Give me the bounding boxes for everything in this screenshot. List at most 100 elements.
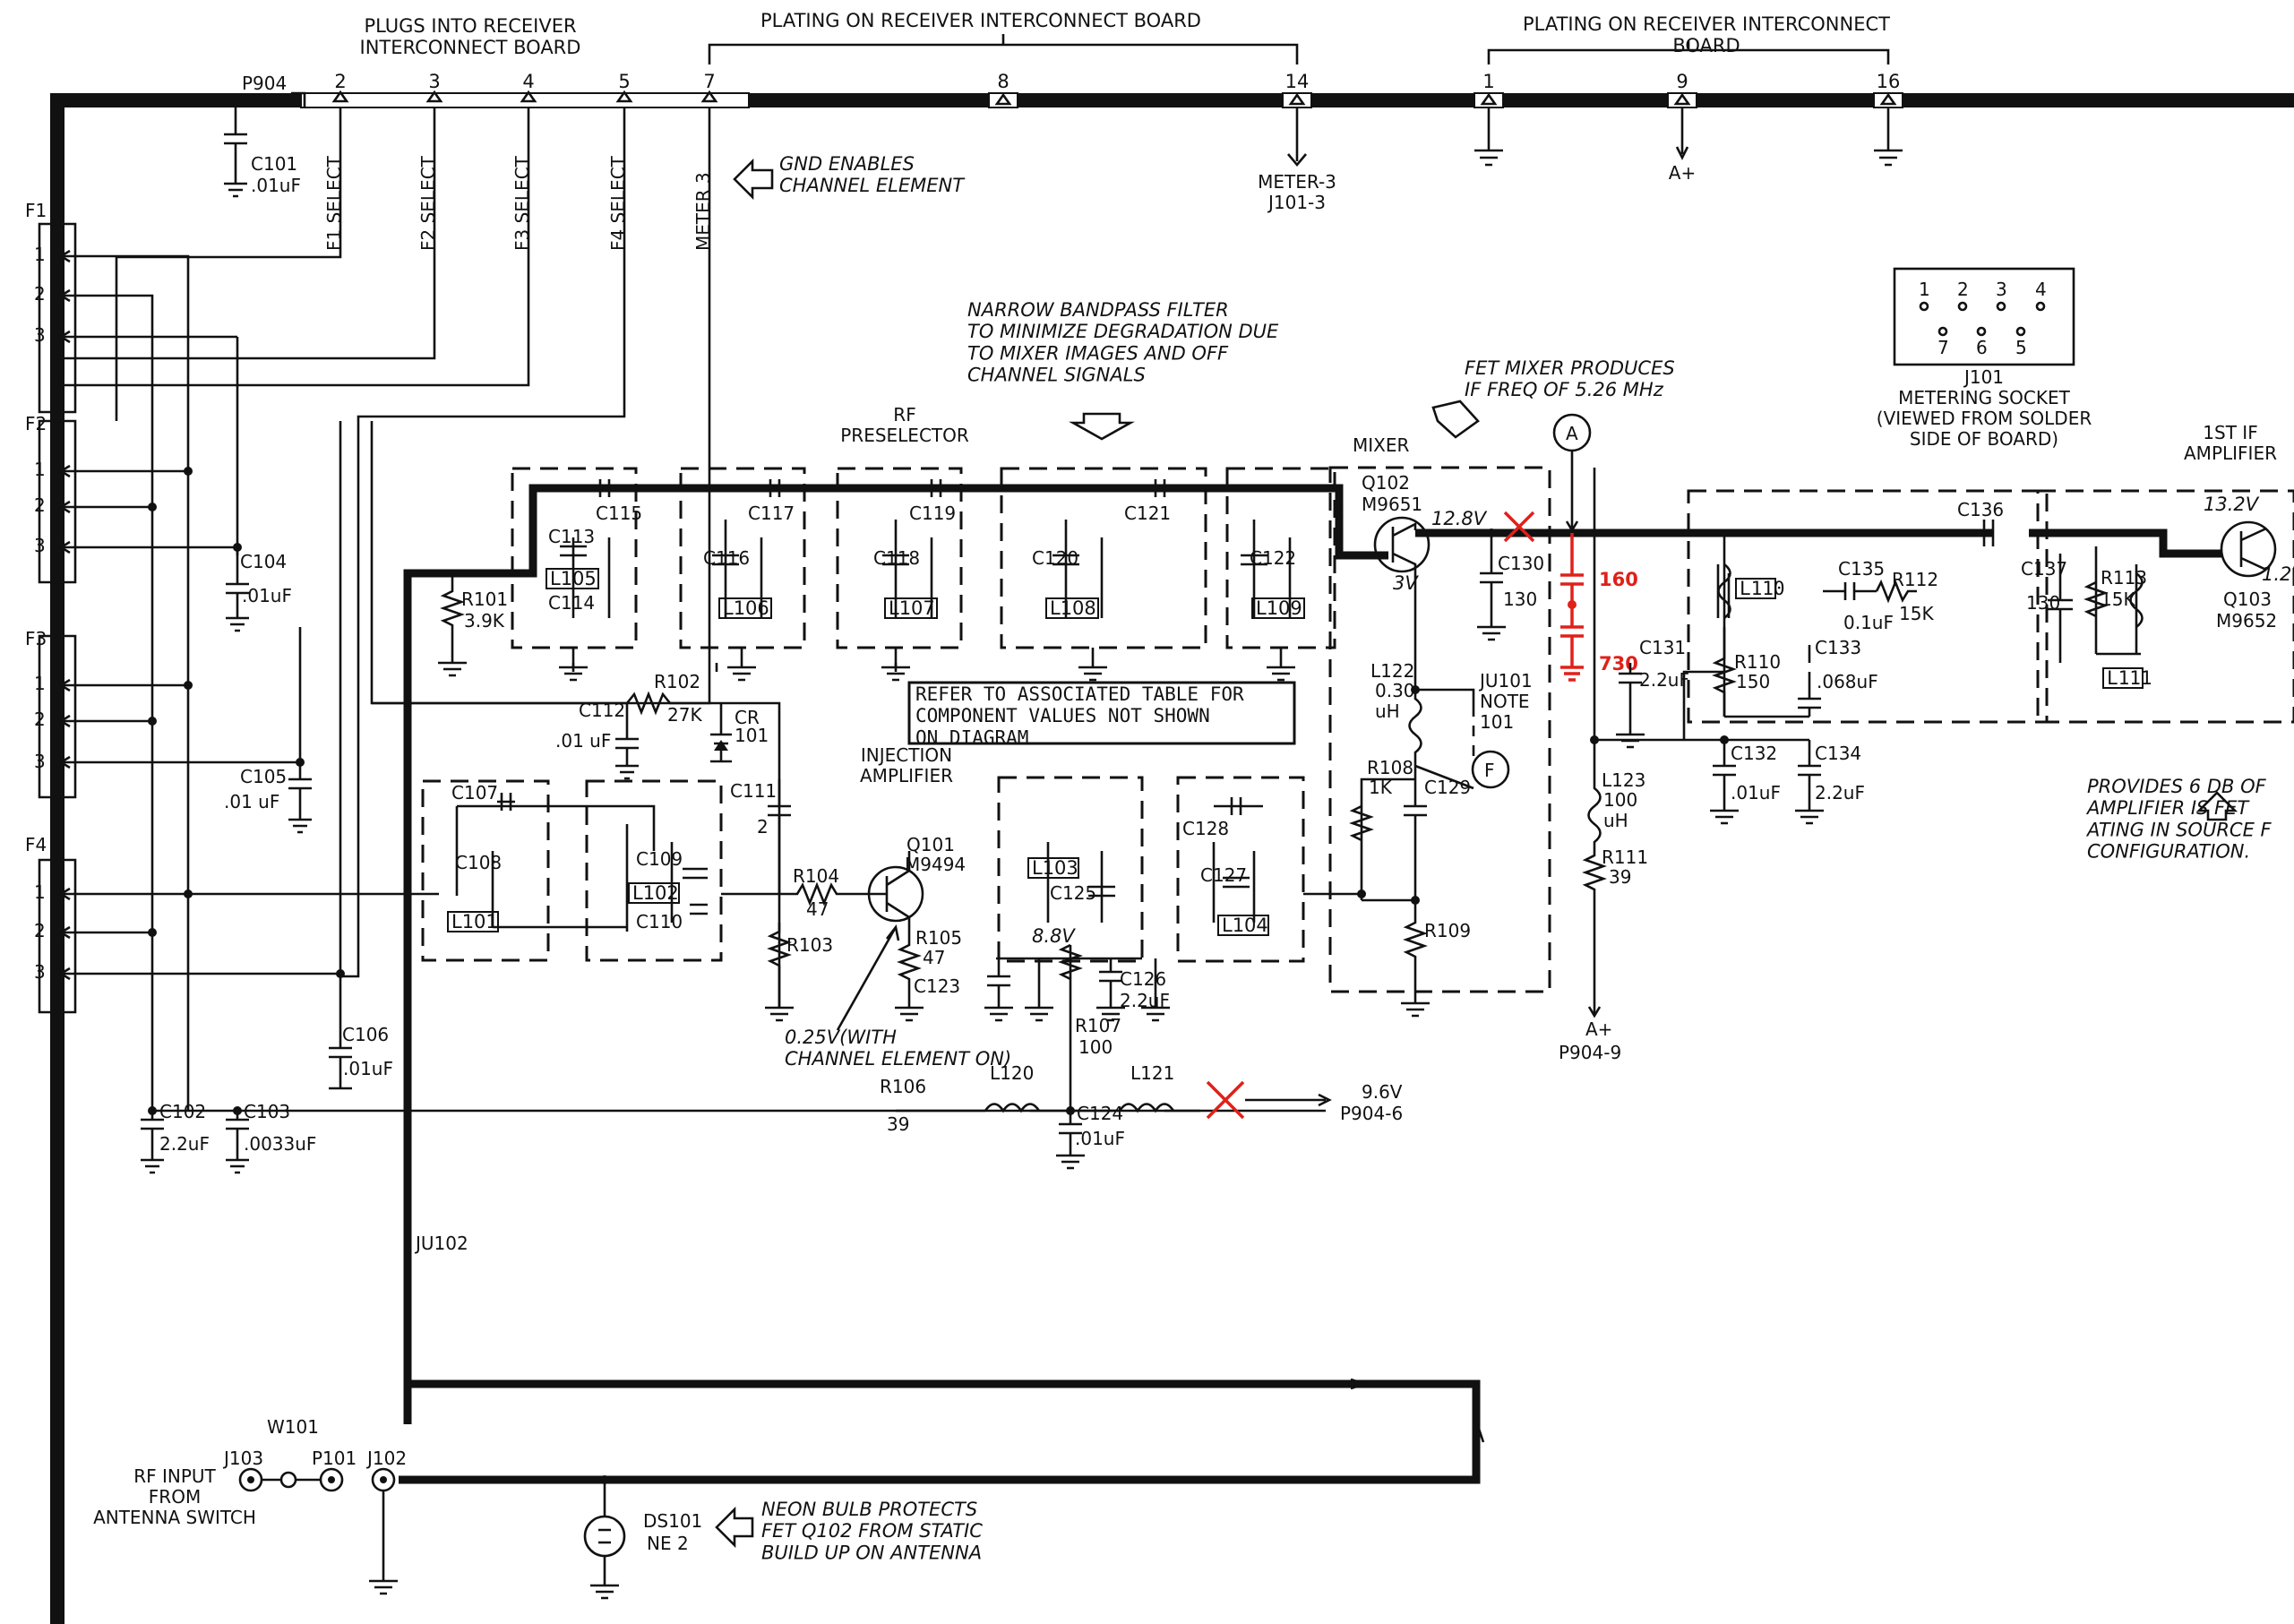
svg-text:C127: C127 [1200,864,1247,886]
c130-value: 130 [1503,589,1537,610]
p904-pins: 2 3 4 5 7 8 14 1 9 16 [331,71,1903,108]
f2-label: F2 [25,413,47,434]
p904-pin: 16 [1877,71,1901,92]
red-cross-mixer [1503,511,1535,543]
test-point-f [1471,750,1510,789]
mixer-box [1328,466,1551,993]
svg-text:C117: C117 [748,503,795,524]
q102-value: M9651 [1362,494,1422,515]
neon-bulb-ds101 [583,1515,626,1558]
c101-label: C101 [251,153,297,175]
red-cross-supply [1206,1080,1245,1120]
if-filter-box [1687,489,2049,724]
p101-label: P101 [312,1448,357,1469]
label-f1-select: F1 SELECT [323,155,345,251]
svg-text:C118: C118 [873,547,920,569]
r101-value: 3.9K [464,610,505,632]
cr101-label: CR [735,707,760,728]
svg-text:C114: C114 [548,592,595,614]
resistor-r105 [895,932,924,1022]
c112-label: C112 [579,700,625,721]
aplus-pin-ref: P904-9 [1559,1042,1621,1063]
f4-pin3: 3 [34,961,46,983]
svg-text:C115: C115 [596,503,642,524]
first-if-box [2036,489,2294,724]
f3-pin3: 3 [34,751,46,772]
p904-pin: 7 [703,71,715,92]
r101-label: R101 [461,589,508,610]
c137-label: C137 [2021,558,2067,580]
aplus-pin-label: A+ [1585,1018,1612,1040]
c111-value: 2 [757,816,769,838]
svg-text:L108: L108 [1050,597,1096,619]
provides-arrow [2195,791,2238,821]
label-meter3: METER 3 [692,172,714,251]
capacitor-c112 [615,717,639,780]
c126-label: C126 [1120,968,1166,990]
q102-label: Q102 [1362,472,1410,494]
injection-inductor-labels: L101 L102 L103 L104 [447,857,1269,936]
ds101-label: DS101 [643,1510,702,1532]
label-f3-select: F3 SELECT [511,155,533,251]
l111-label: L111 [2107,667,2152,689]
preselector-tank-circuits [560,479,1292,672]
svg-text:C121: C121 [1124,503,1171,524]
f-pin-labels: 1 2 3 1 2 3 1 2 3 1 2 3 [34,244,46,983]
svg-text:L104: L104 [1222,915,1268,936]
svg-text:L107: L107 [889,597,935,619]
c106-label: C106 [342,1024,389,1045]
red-annotation-730: 730 [1599,653,1638,675]
r105-label: R105 [915,927,962,949]
capacitor-c111 [768,779,791,894]
c111-label: C111 [730,780,777,802]
f-connector-wires [61,254,439,1111]
junction-dots [148,467,345,1115]
f2-pin3: 3 [34,535,46,556]
q103-value: M9652 [2216,610,2277,632]
l120-label: L120 [990,1062,1034,1084]
c124-value: .01uF [1075,1128,1125,1149]
q103-voltage: 13.2V [2204,494,2260,515]
r103-label: R103 [786,934,833,956]
r111-label: R111 [1602,846,1648,868]
r111-value: 39 [1609,866,1631,888]
r106-value: 39 [887,1113,909,1135]
injection-bias-network [984,943,1170,1097]
f-pin-arrows [58,249,71,981]
svg-text:L103: L103 [1032,857,1078,879]
c102-value: 2.2uF [159,1133,210,1155]
r107-label: R107 [1075,1015,1121,1036]
svg-text:2.2uF: 2.2uF [1639,669,1689,691]
j101-socket [1893,267,2075,366]
ds101-value: NE 2 [647,1533,689,1554]
svg-text:C109: C109 [636,848,683,870]
p904-pin: 2 [334,71,346,92]
svg-text:L109: L109 [1256,597,1302,619]
svg-text:R110: R110 [1734,651,1781,673]
f1-pin3: 3 [34,324,46,346]
capacitor-c105 [288,762,312,834]
preselector-grounds [559,648,1295,682]
capacitor-c124 [1056,1097,1085,1170]
c112-value: .01 uF [555,730,611,752]
svg-text:L101: L101 [451,911,498,932]
meter-3-line [1287,107,1307,168]
supply-arrow [1245,1093,1332,1107]
svg-text:0.1uF: 0.1uF [1843,612,1894,633]
j103-label: J103 [222,1448,263,1469]
bandpass-arrow [1069,412,1135,441]
ju101-label: JU101 [1478,670,1533,692]
capacitor-c104 [226,547,249,632]
svg-text:C119: C119 [909,503,956,524]
q103-voltage-b: 1.2V [2262,563,2294,585]
f1-pin1: 1 [34,244,46,265]
